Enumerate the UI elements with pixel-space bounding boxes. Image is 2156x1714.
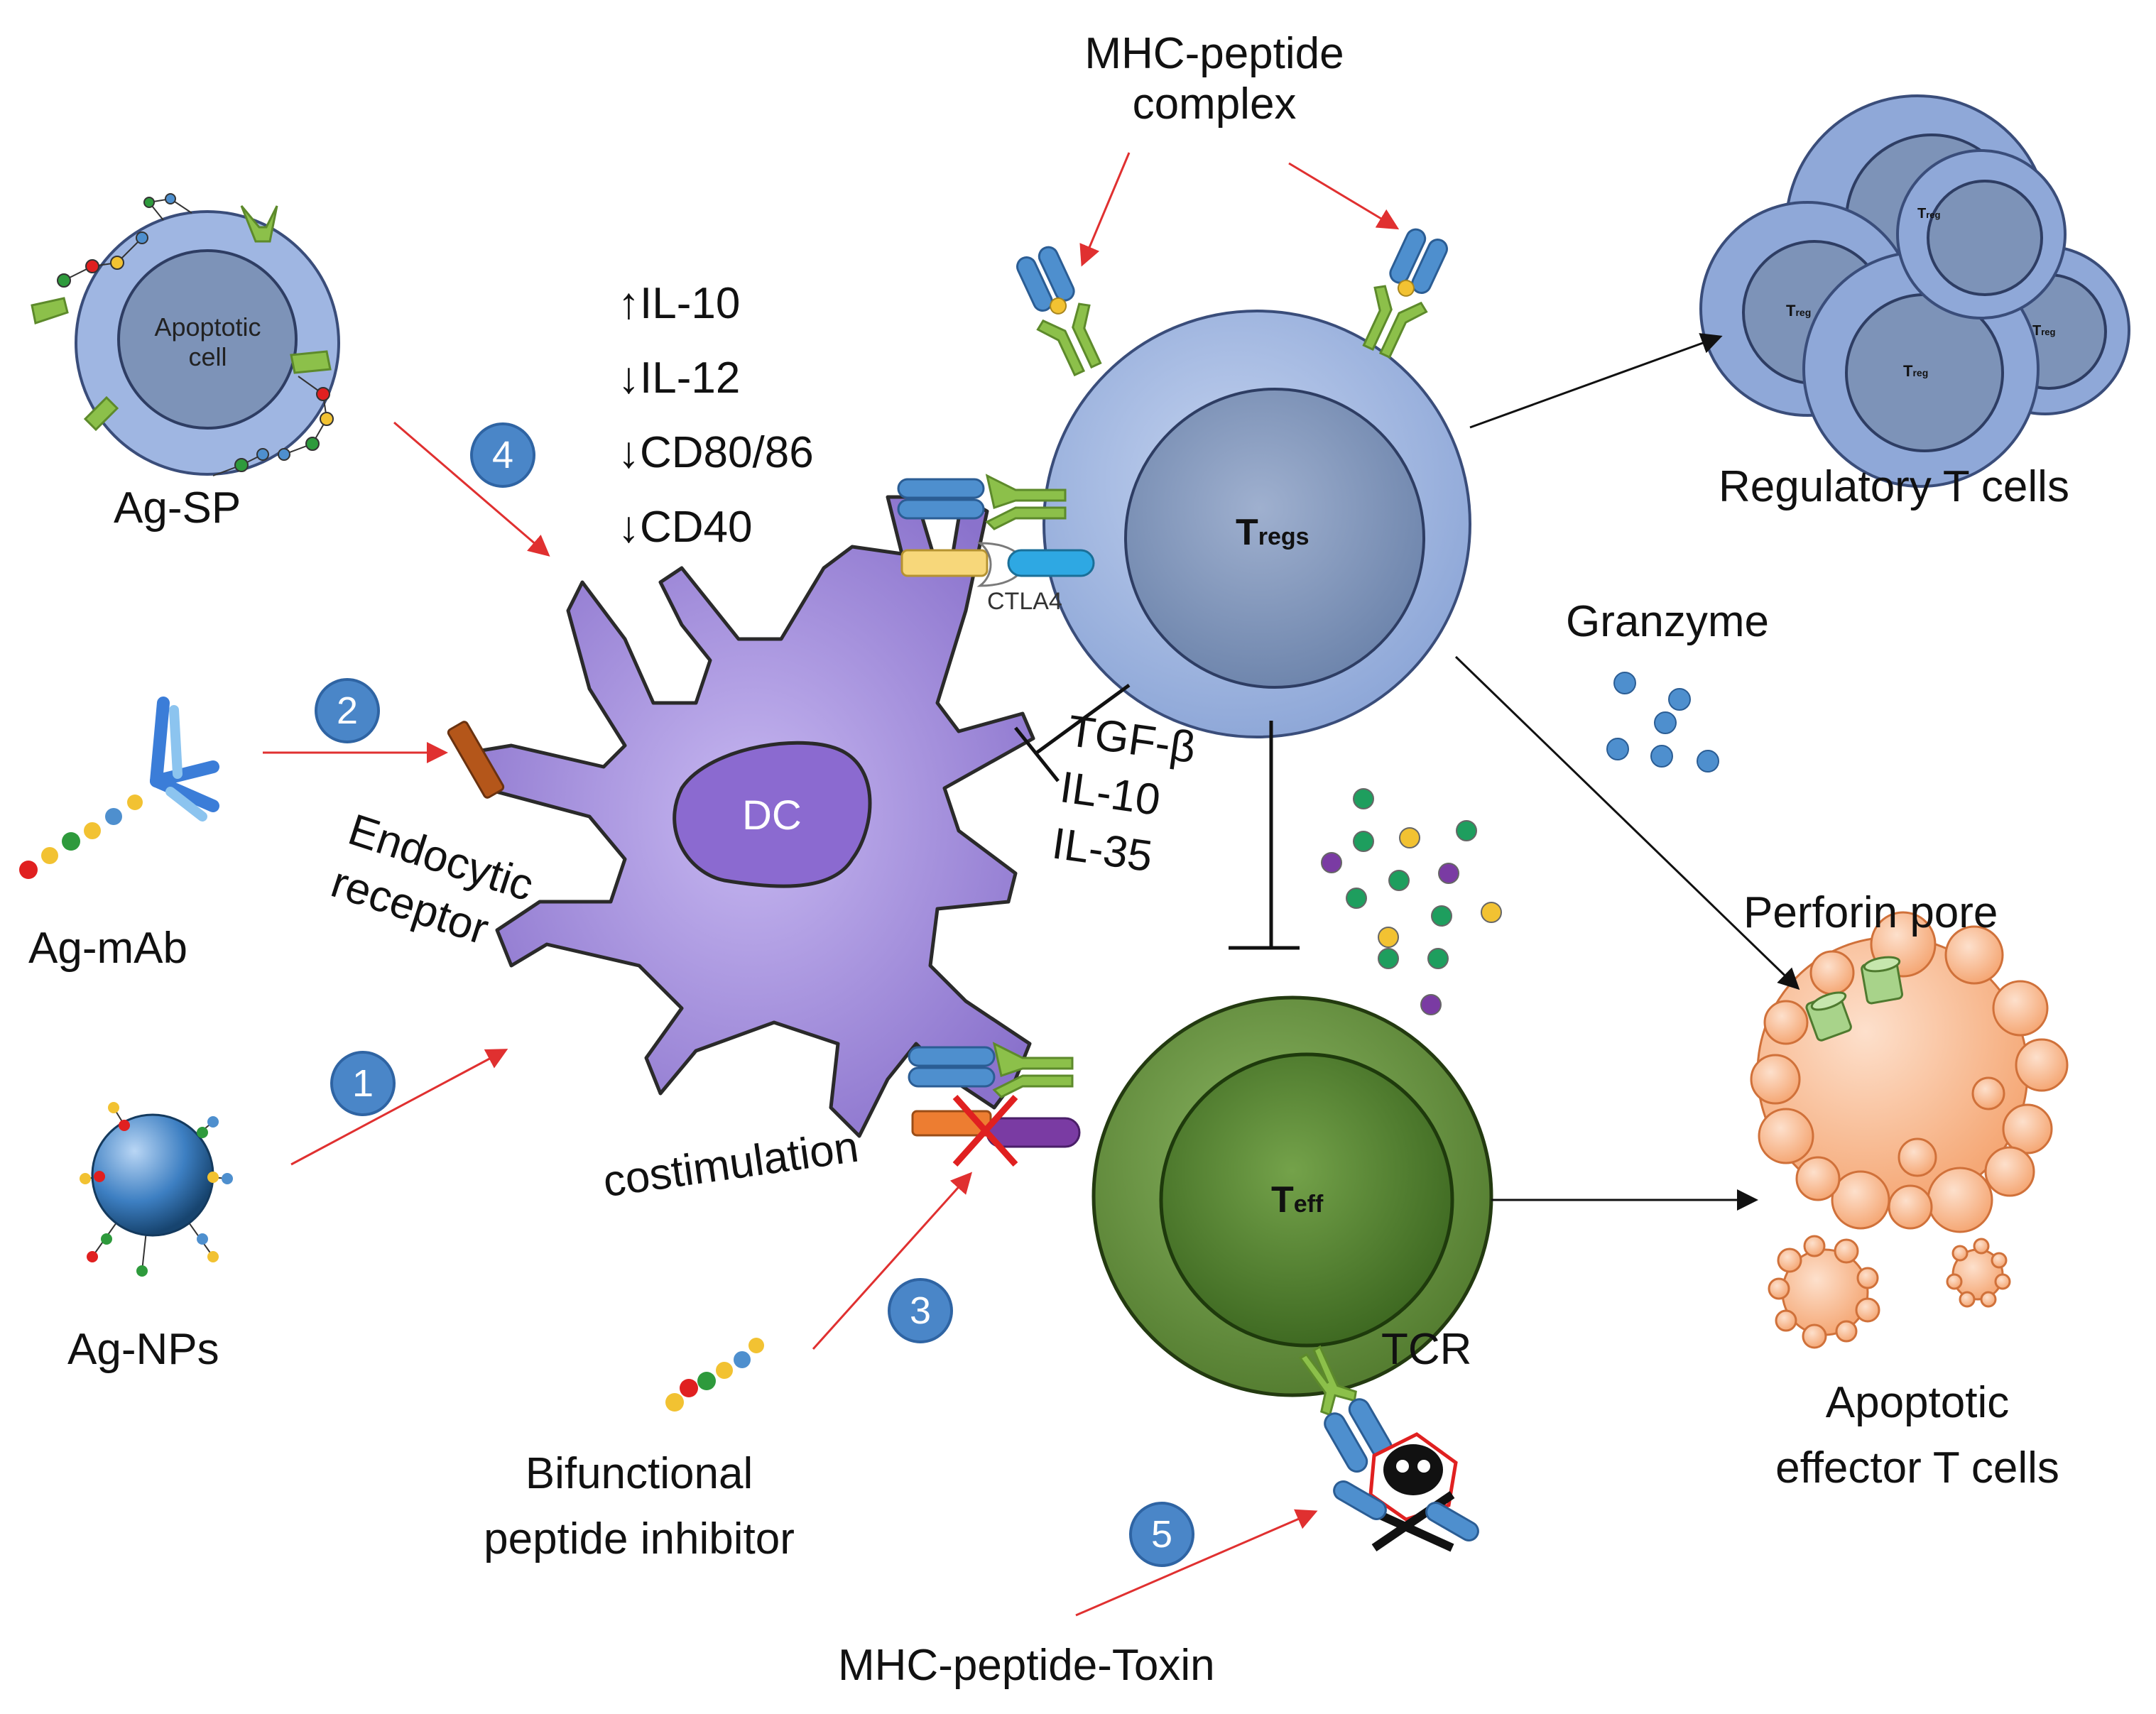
teff-label-sub: eff: [1293, 1191, 1324, 1218]
perforin-pore-label: Perforin pore: [1743, 888, 1998, 937]
apoptotic-effector-cell-small-2: [1946, 1238, 2011, 1308]
treg-cluster-label-1: Treg: [1786, 302, 1811, 320]
treg-small-label-sub-1: reg: [1795, 307, 1812, 318]
apoptotic-effector-cell-small-1: [1768, 1235, 1880, 1349]
endocytic-receptor-icon: [447, 721, 505, 799]
step-badge-4: 4: [470, 422, 535, 488]
treg-cluster-label-4: Treg: [1917, 206, 1940, 222]
cd40-down-label: ↓CD40: [618, 503, 753, 552]
mhc-complex-label-line1: MHC-peptide: [1084, 29, 1344, 78]
dc-treg-mhc-receptor-icon: [897, 474, 1067, 530]
dendritic-cell: [467, 495, 1035, 1138]
apoptotic-cell-label-line2: cell: [188, 342, 227, 371]
regulatory-t-cell-cluster: [1699, 94, 2130, 488]
treg-small-label-main-3: T: [2032, 323, 2042, 339]
ag-nps-nanoparticle-icon: [80, 1102, 233, 1277]
teff-label-main: T: [1271, 1179, 1294, 1221]
treg-mhc-receptor-left-icon: [1006, 240, 1115, 383]
tregs-label-sub: regs: [1258, 523, 1310, 550]
il12-down-label: ↓IL-12: [618, 354, 741, 403]
treg-small-label-sub-2: reg: [1912, 367, 1929, 378]
treg-cluster-label-2: Treg: [1903, 362, 1928, 381]
ag-nps-label: Ag-NPs: [67, 1325, 219, 1374]
step-badge-2: 2: [315, 678, 380, 743]
ag-mab-label: Ag-mAb: [28, 924, 187, 973]
tregs-label: Tregs: [1236, 511, 1310, 554]
regulatory-t-cells-label: Regulatory T cells: [1719, 462, 2069, 511]
treg-small-label-main-1: T: [1786, 302, 1796, 320]
apoptotic-effector-label-line2: effector T cells: [1775, 1443, 2059, 1492]
ag-sp-apoptotic-cell: [75, 210, 340, 476]
step-badge-5: 5: [1129, 1502, 1194, 1567]
dc-teff-mhc-receptor-icon: [908, 1042, 1074, 1098]
suppressive-cytokines-label: TGF-β IL-10 IL-35: [1049, 703, 1199, 890]
step-badge-1: 1: [330, 1051, 396, 1116]
il10-up-label: ↑IL-10: [618, 279, 741, 328]
ag-sp-label: Ag-SP: [114, 484, 241, 533]
treg-cluster-label-3: Treg: [2032, 323, 2055, 339]
treg-cell: [1042, 310, 1471, 738]
dc-label: DC: [742, 792, 802, 839]
ag-sp-peptide-chains-icon: [57, 193, 334, 476]
apoptotic-cell-label: Apoptotic cell: [128, 312, 288, 372]
treg-small-label-sub-3: reg: [2041, 327, 2056, 337]
granzyme-dots: [1606, 672, 1719, 773]
black-arrows: [1454, 333, 1800, 1211]
mhc-toxin-label: MHC-peptide-Toxin: [838, 1641, 1215, 1690]
costimulation-receptor-icon: [911, 1110, 1081, 1148]
blocked-cross-icon: [952, 1094, 1018, 1167]
perforin-pore-icon: [1805, 956, 1904, 1042]
tcr-label: TCR: [1381, 1325, 1472, 1374]
mhc-complex-label: MHC-peptide complex: [1016, 28, 1413, 129]
treg-small-label-sub-4: reg: [1926, 209, 1941, 220]
step-badge-3: 3: [888, 1278, 953, 1343]
treg-small-label-main-4: T: [1917, 206, 1927, 222]
bifunctional-peptide-icon: [665, 1338, 764, 1412]
bifunctional-peptide-label: Bifunctional peptide inhibitor: [405, 1441, 873, 1572]
apoptotic-effector-label-line1: Apoptotic: [1825, 1378, 2010, 1427]
teff-label: Teff: [1271, 1179, 1323, 1221]
treg-small-label-main-2: T: [1903, 362, 1913, 380]
toxin-skull-icon: [1333, 1432, 1479, 1552]
tregs-label-main: T: [1236, 512, 1258, 553]
ag-sp-receptors-icon: [31, 205, 332, 432]
ctla4-label: CTLA4: [987, 588, 1062, 615]
treg-mhc-receptor-right-icon: [1349, 222, 1458, 365]
apoptotic-effector-label: Apoptotic effector T cells: [1719, 1370, 2116, 1501]
bifunctional-label-line1: Bifunctional: [525, 1449, 753, 1498]
cytokine-changes-label: ↑IL-10 ↓IL-12 ↓CD80/86 ↓CD40: [618, 266, 814, 564]
red-arrows: [263, 152, 1400, 1617]
mhc-complex-label-line2: complex: [1132, 80, 1297, 129]
ctla4-receptor-icon: [900, 542, 1095, 587]
teff-cell: [1091, 995, 1493, 1397]
apoptotic-cell-label-line1: Apoptotic: [154, 312, 261, 342]
ag-mab-antibody-icon: [19, 697, 219, 879]
cytokine-dots: [1321, 788, 1502, 1015]
bifunctional-label-line2: peptide inhibitor: [484, 1514, 795, 1563]
granzyme-label: Granzyme: [1566, 597, 1769, 646]
apoptotic-effector-cell-large: [1750, 911, 2069, 1233]
cd8086-down-label: ↓CD80/86: [618, 428, 814, 477]
inhibition-markers: [1014, 683, 1300, 950]
